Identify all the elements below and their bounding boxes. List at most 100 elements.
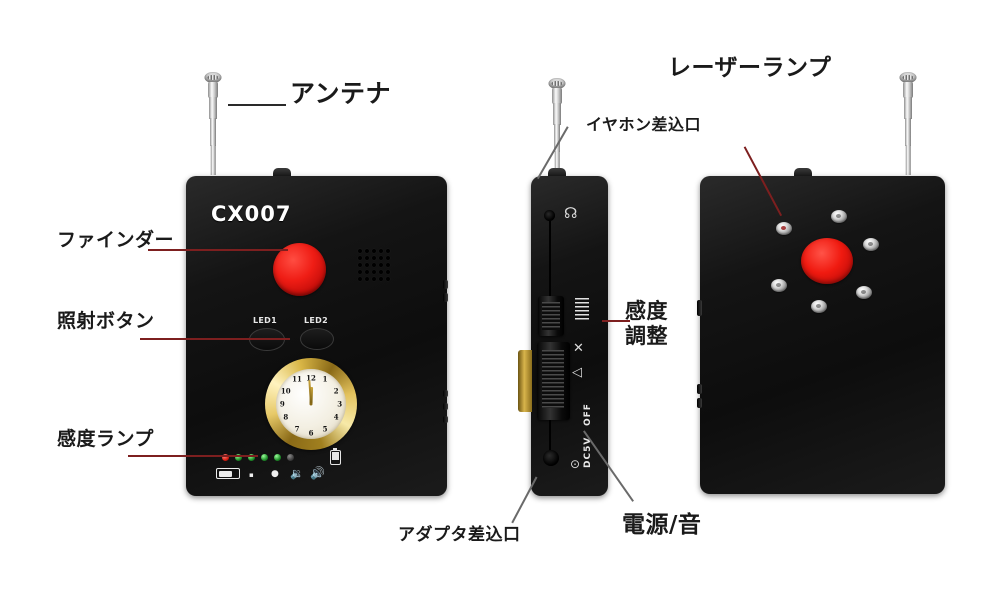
dot-icon: ● xyxy=(271,469,279,479)
side-edge-bump xyxy=(443,280,448,289)
mute-icon: ✕ xyxy=(573,341,584,356)
laser-lamp xyxy=(831,210,847,223)
leader-sensitivity-lamp xyxy=(128,455,258,457)
antenna-front xyxy=(203,72,223,177)
clock-numeral: 2 xyxy=(333,386,339,396)
side-gold-contact xyxy=(518,350,532,412)
antenna-segment xyxy=(905,145,911,175)
front-top-nub xyxy=(273,168,291,177)
laser-lamp xyxy=(863,238,879,251)
switch-off-label: OFF xyxy=(583,403,593,426)
clock-numeral: 3 xyxy=(337,399,343,409)
back-top-nub xyxy=(794,168,812,177)
speaker-grille-icon xyxy=(358,249,390,281)
back-device-body xyxy=(697,176,945,494)
clock-numeral: 6 xyxy=(308,428,314,438)
callout-adapter-jack: アダプタ差込口 xyxy=(398,525,521,545)
antenna-segment xyxy=(554,124,560,152)
callout-power-sound: 電源/音 xyxy=(622,512,702,538)
speaker-high-icon: 🔊 xyxy=(310,466,325,480)
clock-numeral: 9 xyxy=(279,399,285,409)
antenna-tip-icon xyxy=(548,78,566,89)
earphone-jack-hole[interactable] xyxy=(544,210,555,221)
antenna-segment xyxy=(905,118,911,146)
antenna-tip-icon xyxy=(899,72,917,83)
side-top-nub xyxy=(548,168,566,177)
speaker-low-icon: 🔉 xyxy=(290,467,304,480)
side-edge-bump xyxy=(443,403,448,410)
callout-finder: ファインダー xyxy=(57,229,175,251)
indicator-lamp-row xyxy=(222,454,300,461)
model-label: CX007 xyxy=(211,202,292,226)
clock-numeral: 12 xyxy=(306,373,316,383)
leader-finder xyxy=(148,249,288,251)
speaker-icon: ◁ xyxy=(572,365,582,380)
dc-power-icon: ⊙ xyxy=(570,457,581,471)
side-seam-line xyxy=(549,221,551,297)
antenna-side xyxy=(547,78,567,181)
finder-button[interactable] xyxy=(273,243,326,296)
led2-label: LED2 xyxy=(304,316,328,325)
front-device-body: CX007 LED1 LED2 12 1 2 3 4 5 6 7 8 9 xyxy=(186,176,448,496)
indicator-lamp xyxy=(287,454,294,461)
laser-lens xyxy=(801,238,853,284)
clock-face: 12 1 2 3 4 5 6 7 8 9 10 11 xyxy=(276,369,346,439)
callout-laser-lamp: レーザーランプ xyxy=(668,55,832,81)
antenna-tip-icon xyxy=(204,72,222,83)
dot-small-icon: ▪ xyxy=(249,471,254,479)
slider-ridges xyxy=(542,302,560,330)
clock-numeral: 11 xyxy=(292,374,302,384)
clock-numeral: 4 xyxy=(333,412,339,422)
callout-sensitivity-adjust-2: 調整 xyxy=(625,324,668,348)
side-seam-line xyxy=(549,420,551,450)
callout-sensitivity-adjust-1: 感度 xyxy=(625,299,668,323)
callout-antenna: アンテナ xyxy=(290,79,392,108)
antenna-segment xyxy=(210,118,216,146)
led2-button[interactable] xyxy=(300,328,334,350)
antenna-segment xyxy=(553,103,561,125)
switch-ridges xyxy=(542,350,564,408)
antenna-segment xyxy=(210,145,216,175)
battery-icon xyxy=(330,448,341,465)
back-edge-bump xyxy=(697,300,702,316)
clock-center-pin xyxy=(309,402,313,406)
indicator-lamp xyxy=(248,454,255,461)
laser-lamp xyxy=(856,286,872,299)
antenna-segment xyxy=(904,97,912,119)
antenna-segment xyxy=(903,82,913,98)
indicator-lamp xyxy=(235,454,242,461)
laser-lamp xyxy=(811,300,827,313)
clock-numeral: 10 xyxy=(280,386,291,396)
callout-emit-button: 照射ボタン xyxy=(57,310,155,332)
side-device-body: ☊ ✕ ◁ OFF DC5V ⊙ xyxy=(531,176,608,496)
sensitivity-level-marks xyxy=(575,298,589,320)
adapter-jack-hole[interactable] xyxy=(543,450,559,466)
antenna-back xyxy=(898,72,918,177)
antenna-segment xyxy=(209,97,217,119)
clock-numeral: 1 xyxy=(322,374,328,384)
side-edge-bump xyxy=(443,416,448,423)
leader-sensitivity-adjust xyxy=(602,320,630,322)
indicator-lamp xyxy=(274,454,281,461)
leader-antenna xyxy=(228,104,286,106)
antenna-segment xyxy=(554,151,560,181)
indicator-lamp xyxy=(261,454,268,461)
headphone-icon: ☊ xyxy=(564,204,578,222)
laser-lamp xyxy=(776,222,792,235)
clock-numeral: 7 xyxy=(294,424,300,434)
antenna-segment xyxy=(552,88,562,104)
led1-label: LED1 xyxy=(253,316,277,325)
battery-level-icon xyxy=(216,468,240,479)
clock-numeral: 5 xyxy=(322,424,328,434)
laser-lamp xyxy=(771,279,787,292)
leader-emit-button xyxy=(140,338,290,340)
callout-sensitivity-lamp: 感度ランプ xyxy=(57,428,154,450)
side-edge-bump xyxy=(443,390,448,397)
side-edge-bump xyxy=(443,293,448,302)
analog-clock: 12 1 2 3 4 5 6 7 8 9 10 11 xyxy=(265,358,357,450)
back-edge-bump xyxy=(697,384,702,394)
leader-adapter-jack xyxy=(511,476,538,524)
indicator-lamp xyxy=(222,454,229,461)
antenna-segment xyxy=(208,82,218,98)
